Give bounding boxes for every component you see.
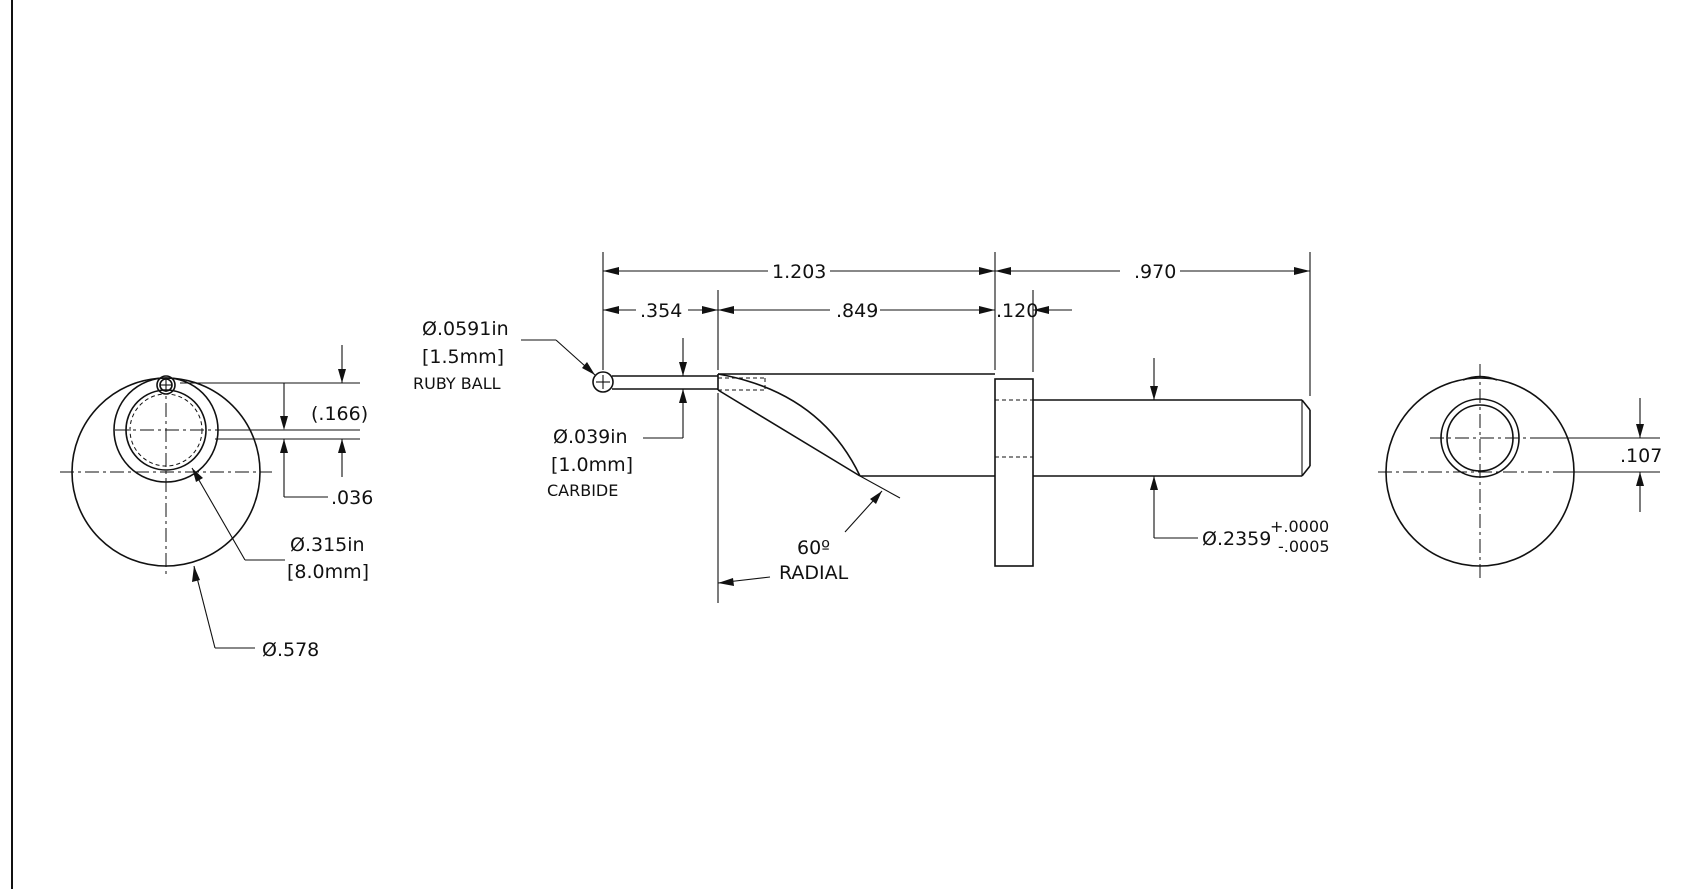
labels: (.166) .036 Ø.315in [8.0mm] Ø.578 Ø.0591… <box>262 261 1662 661</box>
body-diameter-in-label: Ø.315in <box>290 534 365 556</box>
shank-diameter-label: Ø.2359 <box>1202 528 1271 550</box>
right-view-shank-outer <box>1440 398 1520 478</box>
stem-diameter-in-label: Ø.039in <box>553 426 628 448</box>
ball-diameter-mm-label: [1.5mm] <box>422 346 504 368</box>
body-taper-straight <box>717 389 861 477</box>
flange-diameter-label: Ø.578 <box>262 639 319 661</box>
stem-material-label: CARBIDE <box>547 481 618 500</box>
right-end-view <box>1378 364 1660 578</box>
shank-tol-minus-label: -.0005 <box>1278 537 1330 556</box>
left-view-ball-circle <box>156 375 176 395</box>
body-taper-curve <box>717 373 861 477</box>
stylus-length-label: .354 <box>640 300 682 322</box>
left-offset-label: (.166) <box>311 403 368 425</box>
overall-length-label: 1.203 <box>772 261 826 283</box>
stem-diameter-mm-label: [1.0mm] <box>551 454 633 476</box>
left-end-view <box>60 345 360 649</box>
body-diameter-mm-label: [8.0mm] <box>287 561 369 583</box>
right-view-top-edge <box>1462 375 1498 381</box>
side-view <box>521 252 1311 603</box>
left-small-offset-label: .036 <box>331 487 373 509</box>
flange <box>994 378 1034 567</box>
right-view-shank-inner <box>1446 404 1514 472</box>
shank-length-label: .970 <box>1134 261 1176 283</box>
right-offset-label: .107 <box>1620 445 1662 467</box>
body-length-label: .849 <box>836 300 878 322</box>
radial-label: RADIAL <box>779 562 849 584</box>
radial-angle-label: 60º <box>797 537 830 559</box>
flange-thickness-label: .120 <box>996 300 1038 322</box>
shank-tol-plus-label: +.0000 <box>1270 517 1329 536</box>
ruby-ball <box>592 371 614 393</box>
ball-diameter-in-label: Ø.0591in <box>422 318 509 340</box>
ball-material-label: RUBY BALL <box>413 374 501 393</box>
